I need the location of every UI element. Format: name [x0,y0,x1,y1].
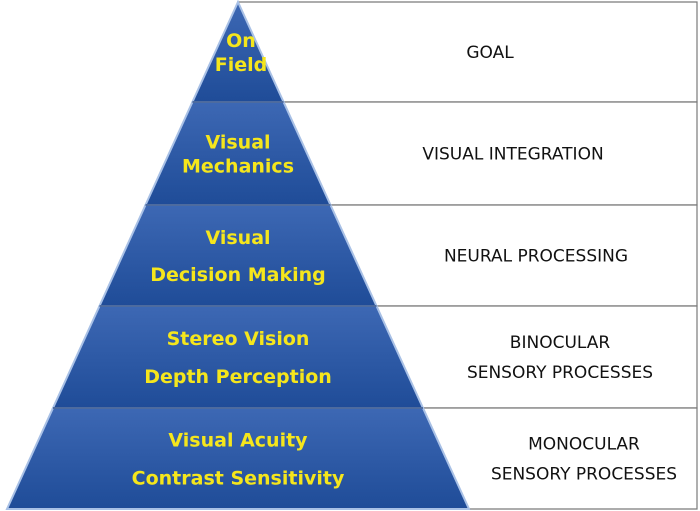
pyramid-tier-5 [5,407,471,510]
tier-3-text-line-1: Visual [205,227,270,249]
level-5-label-line-1: MONOCULAR [528,435,640,455]
pyramid-tier-3 [97,204,379,307]
tier-4-text-line-1: Stereo Vision [167,328,310,350]
level-4-label-line-2: SENSORY PROCESSES [467,363,653,383]
tier-1-text-line-1: On [226,30,256,52]
tier-2-text-line-2: Mechanics [182,156,294,178]
level-5-label-line-2: SENSORY PROCESSES [491,465,677,485]
level-4-label-line-1: BINOCULAR [510,333,611,353]
level-3-label-line-1: NEURAL PROCESSING [444,247,628,267]
tier-4-text-line-2: Depth Perception [144,366,332,388]
tier-3-text-line-2: Decision Making [150,264,325,286]
tier-2-text-line-1: Visual [205,132,270,154]
level-5-label-box [422,407,698,510]
tier-1-text-line-2: Field [215,54,268,76]
pyramid-tier-4 [51,305,425,409]
tier-5-text-line-2: Contrast Sensitivity [132,468,345,490]
level-2-label-line-1: VISUAL INTEGRATION [422,145,603,165]
level-1-label-line-1: GOAL [466,43,514,63]
level-4-label-box [375,305,698,409]
tier-5-text-line-1: Visual Acuity [168,430,308,452]
